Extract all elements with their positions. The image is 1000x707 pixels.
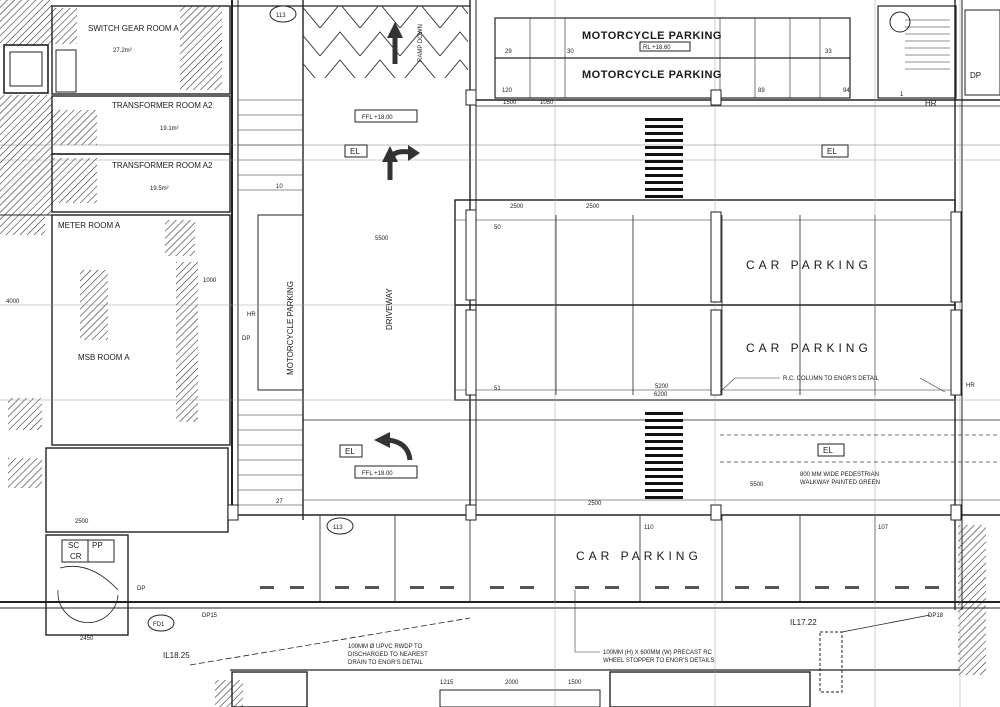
label-ffl-bottom: FFL +18.00	[362, 471, 393, 477]
label-transformer-a2: TRANSFORMER ROOM A2	[112, 101, 213, 110]
dim-13: 5500	[750, 482, 764, 488]
bay-51: 51	[494, 386, 501, 392]
note-walkway-2: WALKWAY PAINTED GREEN	[800, 480, 880, 486]
tag-dp-3: DP	[137, 586, 145, 592]
note-walkway-1: 800 MM WIDE PEDESTRIAN	[800, 472, 879, 478]
dim-7: 5200	[655, 384, 669, 390]
label-switch-gear-area: 27.2m²	[113, 48, 132, 54]
dim-15: 1000	[203, 278, 217, 284]
dim-14: 4000	[6, 299, 20, 305]
tag-circle-top: 113	[276, 13, 286, 19]
tag-dp-2: DP	[970, 71, 981, 80]
label-ramp: RAMP DOWN	[418, 24, 424, 62]
label-transformer-a2b: TRANSFORMER ROOM A2	[112, 161, 213, 170]
annotation-notes: R.C. COLUMN TO ENGR'S DETAIL 800 MM WIDE…	[348, 376, 946, 666]
bay-33: 33	[825, 49, 832, 55]
dim-6: 2450	[80, 636, 94, 642]
label-lift-pp: PP	[92, 541, 103, 550]
label-il-right: IL17.22	[790, 618, 817, 627]
tag-el-3: EL	[827, 147, 837, 156]
bay-numbers: 29 30 33 120 89 94 50 51 110 107 1 27 10	[276, 49, 904, 531]
label-msb-room: MSB ROOM A	[78, 353, 130, 362]
bay-120: 120	[502, 88, 513, 94]
ramp-chevrons	[303, 6, 468, 78]
note-stopper-1: 100MM (H) X 600MM (W) PRECAST RC	[603, 650, 713, 656]
room-labels: SWITCH GEAR ROOM A 27.2m² TRANSFORMER RO…	[58, 24, 213, 561]
label-car-parking-2: CAR PARKING	[746, 341, 872, 355]
bay-50: 50	[494, 225, 501, 231]
dim-12: 1500	[568, 680, 582, 686]
note-drain-2: DISCHARGED TO NEAREST	[348, 652, 428, 658]
curve-arrow-icon	[374, 432, 413, 461]
label-car-parking-1: CAR PARKING	[746, 258, 872, 272]
tag-labels: EL EL EL EL HR HR HR DP DP DP FD1 DP15 D…	[137, 13, 981, 628]
parking-labels: MOTORCYCLE PARKING MOTORCYCLE PARKING MO…	[286, 24, 872, 563]
note-drain-3: DRAIN TO ENGR'S DETAIL	[348, 660, 423, 666]
tag-fd: FD1	[153, 622, 165, 628]
dim-3: 2500	[588, 501, 602, 507]
bay-107: 107	[878, 525, 889, 531]
label-il-left: IL18.25	[163, 651, 190, 660]
note-stopper-2: WHEEL STOPPER TO ENGR'S DETAILS	[603, 658, 715, 664]
tag-dp18: DP18	[928, 613, 944, 619]
tag-dp-1: DP	[242, 336, 250, 342]
dim-4: 5500	[375, 236, 389, 242]
label-transformer-a2-area: 19.1m²	[160, 126, 179, 132]
dim-11: 2000	[505, 680, 519, 686]
label-lift-cr: CR	[70, 552, 82, 561]
bay-10: 10	[276, 184, 283, 190]
columns	[227, 89, 962, 521]
tag-dp15: DP15	[202, 613, 218, 619]
pedestrian-walkway	[720, 434, 1000, 463]
tag-circle-bottom: 113	[333, 525, 343, 531]
zebra-crossing-bottom	[645, 412, 683, 499]
label-ffl-top: FFL +18.00	[362, 115, 393, 121]
tag-hr-3: HR	[966, 383, 975, 389]
dim-5: 2500	[75, 519, 89, 525]
bay-29: 29	[505, 49, 512, 55]
bay-94: 94	[843, 88, 850, 94]
dim-10: 1215	[440, 680, 454, 686]
zebra-crossing-top	[645, 118, 683, 198]
bay-27: 27	[276, 499, 283, 505]
label-moto-parking-vertical: MOTORCYCLE PARKING	[286, 281, 295, 375]
tag-el-4: EL	[823, 446, 833, 455]
note-drain-1: 100MM Ø UPVC RWDP TO	[348, 644, 423, 650]
label-lift-sc: SC	[68, 541, 79, 550]
label-driveway: DRIVEWAY	[385, 288, 394, 330]
tag-hr-1: HR	[247, 312, 256, 318]
bay-1: 1	[900, 92, 904, 98]
bay-89: 89	[758, 88, 765, 94]
note-column: R.C. COLUMN TO ENGR'S DETAIL	[783, 376, 879, 382]
label-transformer-a2b-area: 19.5m²	[150, 186, 169, 192]
tag-el-1: EL	[350, 147, 360, 156]
turn-arrow-icon	[382, 145, 420, 180]
bay-110: 110	[644, 525, 654, 531]
dim-2: 2500	[586, 204, 600, 210]
dimension-labels: 2500 2500 2500 5500 2500 2450 5200 1500 …	[6, 100, 764, 686]
label-switch-gear: SWITCH GEAR ROOM A	[88, 24, 179, 33]
tag-hr-2: HR	[925, 99, 937, 108]
bay-30: 30	[567, 49, 574, 55]
wheel-stoppers	[260, 586, 939, 589]
label-car-parking-bottom: CAR PARKING	[576, 549, 702, 563]
label-rl-moto: RL +18.60	[643, 45, 671, 51]
dim-1: 2500	[510, 204, 524, 210]
tag-el-2: EL	[345, 447, 355, 456]
up-arrow-icon	[387, 22, 403, 64]
dim-8: 1500	[503, 100, 517, 106]
label-meter-room: METER ROOM A	[58, 221, 121, 230]
label-moto-parking-1: MOTORCYCLE PARKING	[582, 30, 722, 42]
markers	[147, 5, 911, 632]
label-moto-parking-2: MOTORCYCLE PARKING	[582, 69, 722, 81]
level-labels: FFL +18.00 FFL +18.00 RL +18.60 IL18.25 …	[163, 45, 817, 660]
dim-16: 6200	[654, 392, 668, 398]
dim-9: 1050	[540, 100, 554, 106]
